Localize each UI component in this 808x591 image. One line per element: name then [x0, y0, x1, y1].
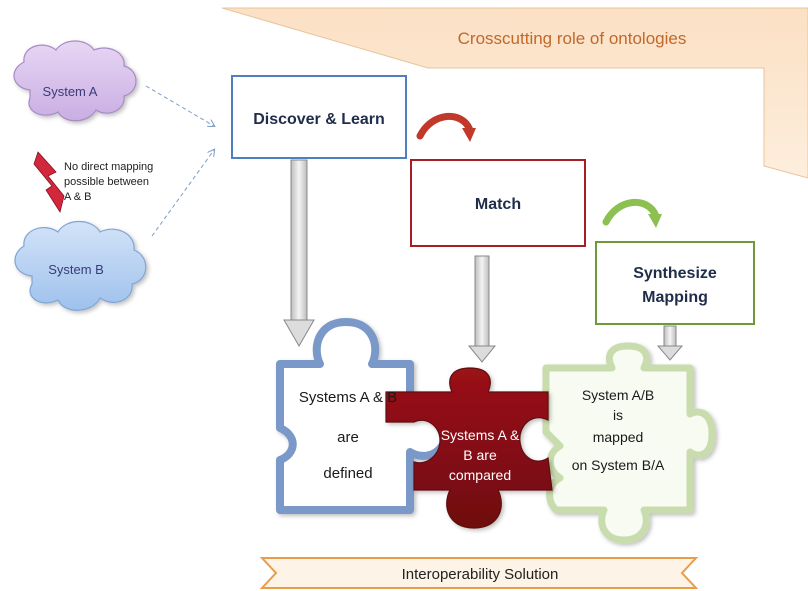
piece-green-line-4: on System B/A: [572, 457, 665, 473]
down-arrow-1: [283, 159, 315, 348]
down-arrow-2: [467, 255, 497, 363]
cloud-system-b: [14, 220, 147, 311]
step-discover-box: [231, 75, 407, 159]
piece-green-line-2: is: [613, 407, 623, 423]
system-b-label: System B: [48, 262, 104, 277]
curved-arrow-red: [416, 112, 476, 142]
piece-red-line-1: Systems A &: [441, 427, 520, 443]
lightning-icon: [33, 151, 65, 214]
banner-title: Crosscutting role of ontologies: [458, 29, 687, 48]
warning-line-1: No direct mapping: [64, 161, 153, 173]
cloud-system-a: [13, 40, 137, 122]
warning-line-2: possible between: [64, 176, 149, 188]
step-match-box: [410, 159, 586, 247]
connector-b: [151, 150, 214, 237]
piece-blue-line-2: are: [337, 429, 359, 446]
piece-green-line-3: mapped: [593, 429, 644, 445]
footer-label: Interoperability Solution: [402, 566, 559, 583]
step-synthesize-label-2: Mapping: [642, 289, 708, 306]
piece-red-line-3: compared: [449, 467, 511, 483]
warning-line-3: A & B: [64, 191, 92, 203]
system-a-label: System A: [43, 84, 98, 99]
puzzle-piece-green: [542, 342, 716, 544]
piece-blue-line-3: defined: [323, 465, 372, 482]
piece-green-line-1: System A/B: [582, 387, 654, 403]
piece-blue-line-1: Systems A & B: [299, 389, 397, 406]
curved-arrow-green: [602, 198, 662, 228]
step-discover-label: Discover & Learn: [253, 111, 385, 128]
footer-ribbon: [259, 557, 699, 589]
step-synthesize-label-1: Synthesize: [633, 265, 717, 282]
puzzle-piece-red: [385, 367, 553, 529]
down-arrow-3: [656, 325, 684, 361]
piece-red-line-2: B are: [463, 447, 497, 463]
connector-a: [145, 85, 214, 126]
step-match-label: Match: [475, 196, 521, 213]
banner-shape: [221, 7, 808, 179]
step-synthesize-box: [595, 241, 755, 325]
